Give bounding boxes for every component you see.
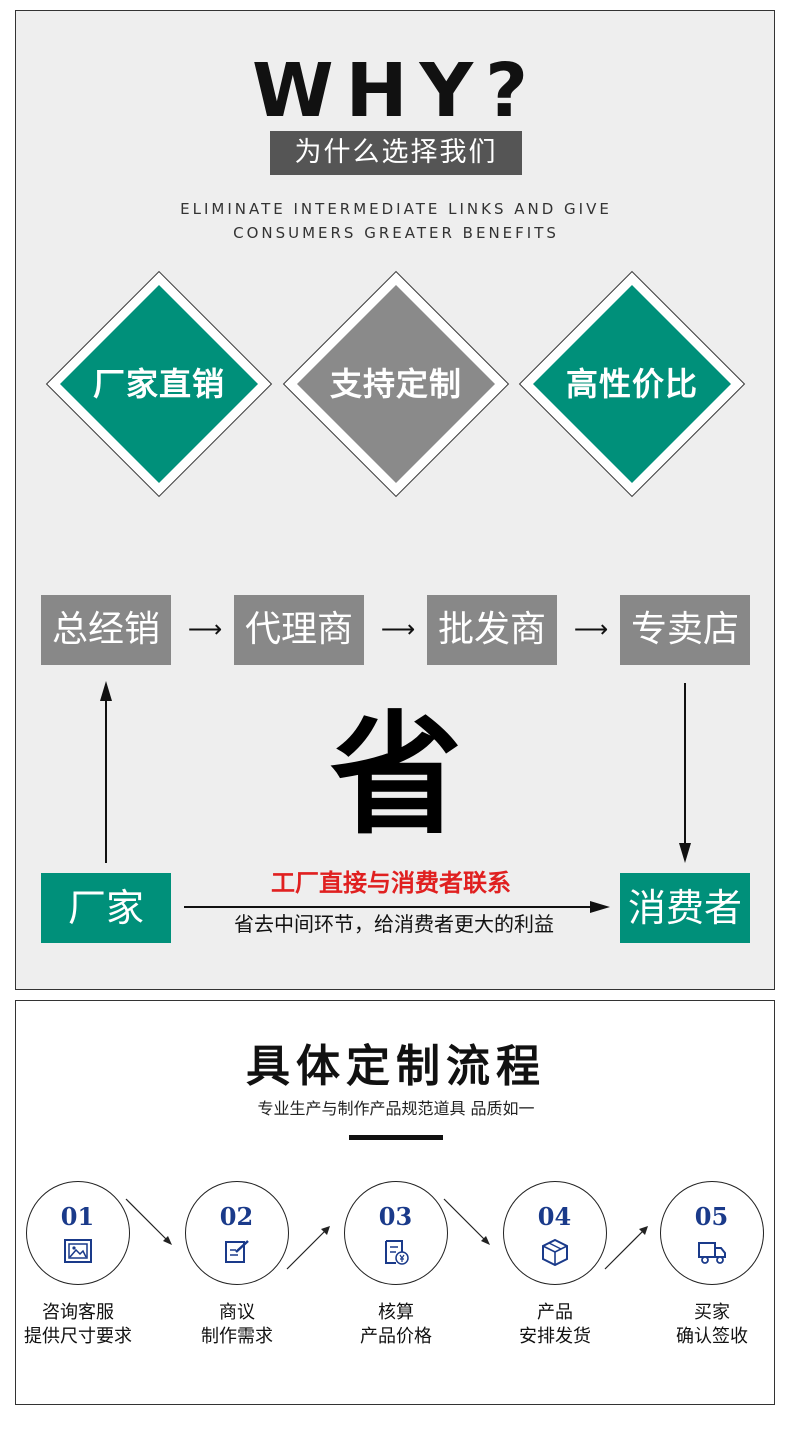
process-panel: 具体定制流程 专业生产与制作产品规范道具 品质如一 01 咨询客服 提供尺寸要求… [15, 1000, 775, 1405]
up-arrow-head [100, 681, 112, 701]
flow-arrows [100, 681, 691, 913]
feature-label: 支持定制 [329, 365, 462, 403]
step-number: 05 [694, 1202, 729, 1231]
step-1-circle: 01 [26, 1181, 130, 1285]
edit-icon [225, 1240, 249, 1263]
step-1-text: 咨询客服 提供尺寸要求 [3, 1301, 153, 1349]
step-number: 02 [219, 1202, 254, 1231]
feature-label: 厂家直销 [92, 365, 225, 403]
process-subtitle: 专业生产与制作产品规范道具 品质如一 [257, 1099, 535, 1118]
truck-icon [698, 1242, 726, 1264]
connector-line [604, 1227, 647, 1270]
step-number: 04 [537, 1202, 572, 1231]
save-character: 省 [330, 698, 462, 853]
step-line-1: 商议 [219, 1302, 255, 1323]
direct-contact-title: 工厂直接与消费者联系 [271, 869, 511, 897]
step-line-1: 买家 [694, 1302, 730, 1323]
chain-arrow-icon: ⟶ [187, 615, 223, 643]
why-english-line-1: ELIMINATE INTERMEDIATE LINKS AND GIVE [180, 200, 612, 218]
why-english-line-2: CONSUMERS GREATER BENEFITS [233, 224, 559, 242]
step-3-text: 核算 产品价格 [321, 1301, 471, 1349]
step-line-2: 制作需求 [201, 1326, 273, 1347]
connector-arrow-head [639, 1226, 648, 1235]
connector-arrow-head [481, 1236, 490, 1245]
invoice-icon [385, 1240, 409, 1265]
chain-box-general-distributor: 总经销 [41, 595, 171, 665]
step-number: 01 [60, 1202, 95, 1231]
feature-diamond-factory-direct: 厂家直销 [45, 270, 273, 498]
direct-arrow-head [590, 901, 610, 913]
direct-contact-subtitle: 省去中间环节，给消费者更大的利益 [234, 912, 554, 936]
step-5-circle: 05 [660, 1181, 764, 1285]
step-3-circle: 03 [344, 1181, 448, 1285]
feature-label: 高性价比 [565, 365, 698, 403]
consumer-box: 消费者 [620, 873, 750, 943]
feature-diamond-value: 高性价比 [518, 270, 746, 498]
step-2-circle: 02 [185, 1181, 289, 1285]
chain-arrow-icon: ⟶ [380, 615, 416, 643]
factory-box: 厂家 [41, 873, 171, 943]
step-2-text: 商议 制作需求 [162, 1301, 312, 1349]
step-line-2: 确认签收 [676, 1326, 748, 1347]
connector-arrow-head [163, 1236, 172, 1245]
package-icon [542, 1238, 568, 1266]
image-icon [64, 1239, 92, 1263]
down-arrow-head [679, 843, 691, 863]
step-line-2: 安排发货 [519, 1326, 591, 1347]
step-line-1: 核算 [378, 1302, 414, 1323]
step-line-2: 提供尺寸要求 [24, 1326, 132, 1347]
why-panel: WHY? 为什么选择我们 ELIMINATE INTERMEDIATE LINK… [15, 10, 775, 990]
connector-line [125, 1198, 171, 1244]
connector-line [286, 1227, 329, 1270]
step-number: 03 [378, 1202, 413, 1231]
why-subtitle: 为什么选择我们 [270, 131, 522, 175]
chain-box-wholesaler: 批发商 [427, 595, 557, 665]
chain-box-agent: 代理商 [234, 595, 364, 665]
connector-line [443, 1198, 489, 1244]
connector-arrow-head [321, 1226, 330, 1235]
step-line-2: 产品价格 [360, 1326, 432, 1347]
why-title: WHY? [251, 48, 541, 134]
feature-diamond-customization: 支持定制 [282, 270, 510, 498]
chain-arrow-icon: ⟶ [573, 615, 609, 643]
step-connectors [125, 1198, 648, 1270]
step-line-1: 咨询客服 [42, 1302, 114, 1323]
why-english-tagline: ELIMINATE INTERMEDIATE LINKS AND GIVE CO… [16, 197, 776, 245]
step-4-text: 产品 安排发货 [480, 1301, 630, 1349]
step-5-text: 买家 确认签收 [637, 1301, 787, 1349]
process-title-underline [349, 1135, 443, 1140]
step-line-1: 产品 [537, 1302, 573, 1323]
step-4-circle: 04 [503, 1181, 607, 1285]
chain-box-store: 专卖店 [620, 595, 750, 665]
process-title: 具体定制流程 [246, 1041, 546, 1092]
